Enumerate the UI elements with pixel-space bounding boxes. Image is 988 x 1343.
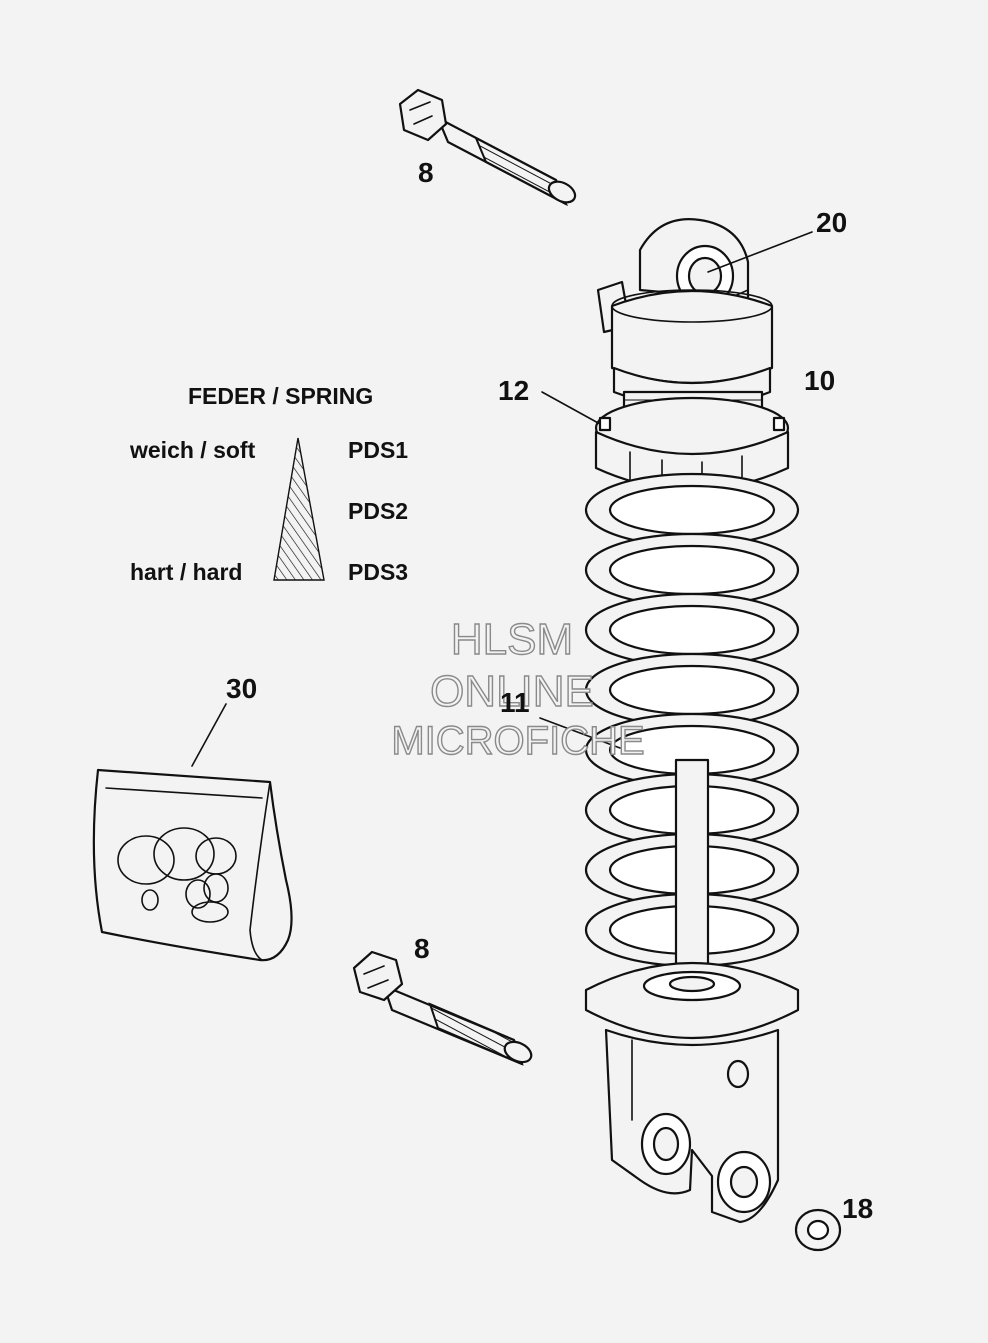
bushing	[794, 1208, 842, 1252]
bolt-top	[398, 88, 577, 207]
legend-soft: weich / soft	[129, 437, 256, 463]
callout-bolt-top: 8	[418, 157, 434, 188]
legend-code-pds2: PDS2	[348, 498, 408, 524]
callout-bolt-bottom: 8	[414, 933, 430, 964]
watermark-line2: ONLINE	[430, 667, 594, 716]
legend-code-pds1: PDS1	[348, 437, 408, 463]
seal-kit-bag	[92, 768, 293, 962]
callout-adjuster-ring: 12	[498, 375, 529, 406]
legend-code-pds3: PDS3	[348, 559, 408, 585]
legend-title: FEDER / SPRING	[188, 383, 373, 409]
watermark-line3: MICROFICHE	[391, 719, 644, 763]
callout-spring: 11	[500, 687, 530, 718]
bolt-bottom	[352, 950, 533, 1066]
callout-seal-kit: 30	[226, 673, 257, 704]
leader-lines	[191, 231, 813, 767]
watermark-line1: HLSM	[451, 615, 573, 664]
legend-hard: hart / hard	[130, 559, 242, 585]
callout-bushing: 18	[842, 1193, 873, 1224]
callout-top-eye: 20	[816, 207, 847, 238]
shock-absorber	[584, 218, 800, 1224]
spring-rate-triangle	[273, 437, 325, 581]
callout-shock: 10	[804, 365, 835, 396]
